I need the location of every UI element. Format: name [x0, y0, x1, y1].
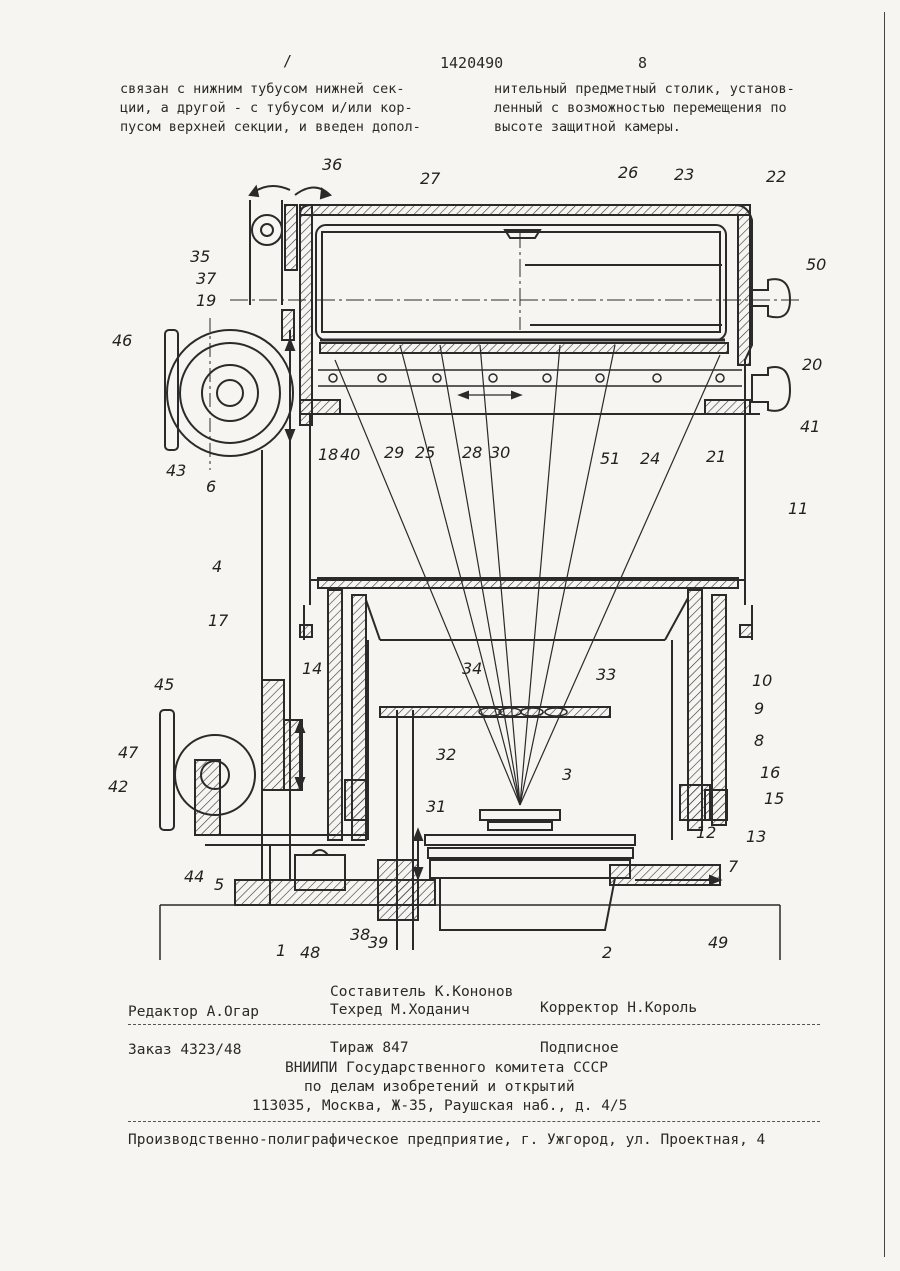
printer: Производственно-полиграфическое предприя… [128, 1132, 765, 1148]
ref-label: 42 [108, 777, 128, 796]
divider [128, 1024, 820, 1025]
ref-label: 46 [112, 331, 132, 350]
ref-label: 45 [154, 675, 174, 694]
divider [128, 1121, 820, 1122]
ref-label: 30 [490, 443, 510, 462]
ref-label: 20 [802, 355, 822, 374]
ref-label: 47 [118, 743, 139, 762]
ref-label: 8 [754, 731, 764, 750]
ref-label: 43 [166, 461, 186, 480]
ref-label: 2 [602, 943, 612, 962]
ref-label: 24 [640, 449, 660, 468]
ref-label: 21 [706, 447, 726, 466]
ref-label: 5 [214, 875, 224, 894]
ref-label: 44 [184, 867, 204, 886]
ref-label: 14 [302, 659, 322, 678]
ref-label: 37 [196, 269, 217, 288]
ref-label: 40 [340, 445, 360, 464]
ref-label: 49 [708, 933, 728, 952]
ref-label: 48 [300, 943, 320, 962]
org-address: 113035, Москва, Ж-35, Раушская наб., д. … [252, 1098, 627, 1114]
compiler: Составитель К.Кононов [330, 984, 513, 1000]
ref-label: 15 [764, 789, 784, 808]
ref-label: 33 [596, 665, 616, 684]
ref-label: 35 [190, 247, 210, 266]
org-line: ВНИИПИ Государственного комитета СССР [285, 1060, 608, 1076]
order-number: Заказ 4323/48 [128, 1042, 242, 1058]
ref-label: 13 [746, 827, 766, 846]
ref-label: 29 [384, 443, 404, 462]
ref-label: 32 [436, 745, 456, 764]
ref-label: 4 [212, 557, 222, 576]
ref-label: 27 [420, 169, 441, 188]
ref-label: 11 [788, 499, 808, 518]
corrector: Корректор Н.Король [540, 1000, 697, 1016]
ref-label: 41 [800, 417, 820, 436]
ref-label: 10 [752, 671, 772, 690]
ref-label: 28 [462, 443, 482, 462]
ref-label: 16 [760, 763, 780, 782]
ref-label: 50 [806, 255, 826, 274]
ref-label: 34 [462, 659, 482, 678]
ref-label: 31 [426, 797, 446, 816]
ref-label: 25 [415, 443, 435, 462]
org-line: по делам изобретений и открытий [304, 1079, 575, 1095]
ref-label: 6 [206, 477, 216, 496]
editor: Редактор А.Огар [128, 1004, 259, 1020]
ref-label: 36 [322, 155, 342, 174]
ref-label: 22 [766, 167, 786, 186]
technical-drawing: 36 27 26 23 22 35 37 19 50 46 20 41 18 4… [0, 0, 900, 980]
ref-label: 23 [674, 165, 694, 184]
ref-label: 18 [318, 445, 338, 464]
ref-label: 7 [728, 857, 739, 876]
circulation: Тираж 847 [330, 1040, 409, 1056]
ref-label: 19 [196, 291, 216, 310]
techred: Техред М.Ходанич [330, 1002, 470, 1018]
ref-label: 26 [618, 163, 638, 182]
ref-label: 51 [600, 449, 620, 468]
ref-label: 3 [562, 765, 572, 784]
ref-label: 17 [208, 611, 229, 630]
ref-label: 9 [754, 699, 764, 718]
ref-label: 1 [276, 941, 286, 960]
ref-label: 39 [368, 933, 388, 952]
ref-label: 12 [696, 823, 716, 842]
subscription: Подписное [540, 1040, 619, 1056]
